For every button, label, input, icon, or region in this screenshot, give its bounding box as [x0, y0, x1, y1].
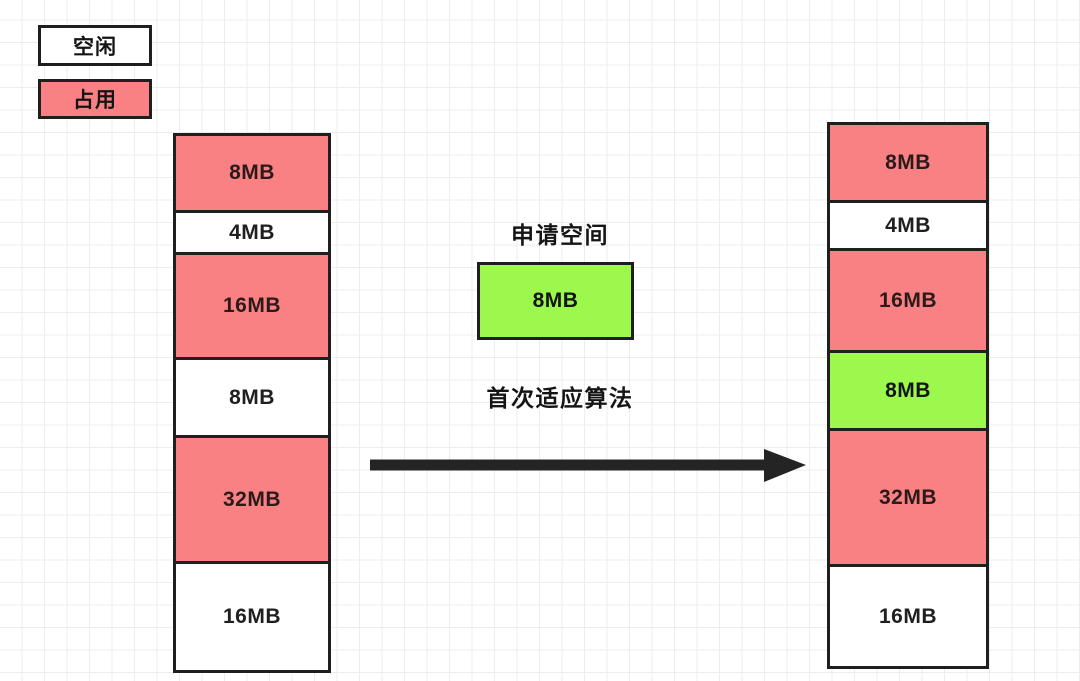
memory-column-before: 8MB 4MB 16MB 8MB 32MB 16MB: [173, 133, 331, 673]
legend-item-used: 占用: [38, 79, 152, 119]
memory-block-label: 8MB: [229, 385, 275, 409]
memory-block-after-4: 32MB: [830, 431, 986, 567]
memory-block-label: 4MB: [885, 213, 931, 237]
memory-block-after-5: 16MB: [830, 567, 986, 666]
memory-block-label: 16MB: [878, 288, 938, 312]
algorithm-label: 首次适应算法: [486, 385, 634, 411]
memory-block-before-0: 8MB: [176, 136, 328, 213]
request-size-label: 8MB: [532, 289, 579, 312]
memory-block-label: 8MB: [885, 150, 931, 174]
memory-block-before-1: 4MB: [176, 213, 328, 255]
memory-block-label: 4MB: [229, 220, 275, 244]
memory-block-before-4: 32MB: [176, 438, 328, 564]
right-arrow-icon: [370, 449, 806, 482]
legend-label-used: 占用: [73, 89, 117, 112]
memory-block-label: 16MB: [878, 604, 938, 628]
memory-block-after-0: 8MB: [830, 125, 986, 203]
memory-block-before-5: 16MB: [176, 564, 328, 670]
memory-block-label: 8MB: [229, 161, 275, 184]
memory-block-label: 8MB: [885, 378, 931, 402]
memory-block-after-2: 16MB: [830, 251, 986, 353]
memory-column-after: 8MB 4MB 16MB 8MB 32MB 16MB: [827, 122, 989, 669]
memory-block-label: 16MB: [222, 294, 282, 317]
legend-item-free: 空闲: [38, 25, 152, 66]
request-size-box: 8MB: [477, 262, 634, 340]
memory-block-after-3: 8MB: [830, 353, 986, 431]
memory-block-after-1: 4MB: [830, 203, 986, 251]
request-space-label: 申请空间: [511, 222, 609, 248]
memory-block-before-3: 8MB: [176, 360, 328, 438]
memory-block-label: 32MB: [222, 487, 282, 511]
memory-block-label: 16MB: [222, 605, 282, 628]
legend-label-free: 空闲: [73, 35, 117, 59]
memory-block-before-2: 16MB: [176, 255, 328, 360]
memory-block-label: 32MB: [878, 485, 938, 509]
